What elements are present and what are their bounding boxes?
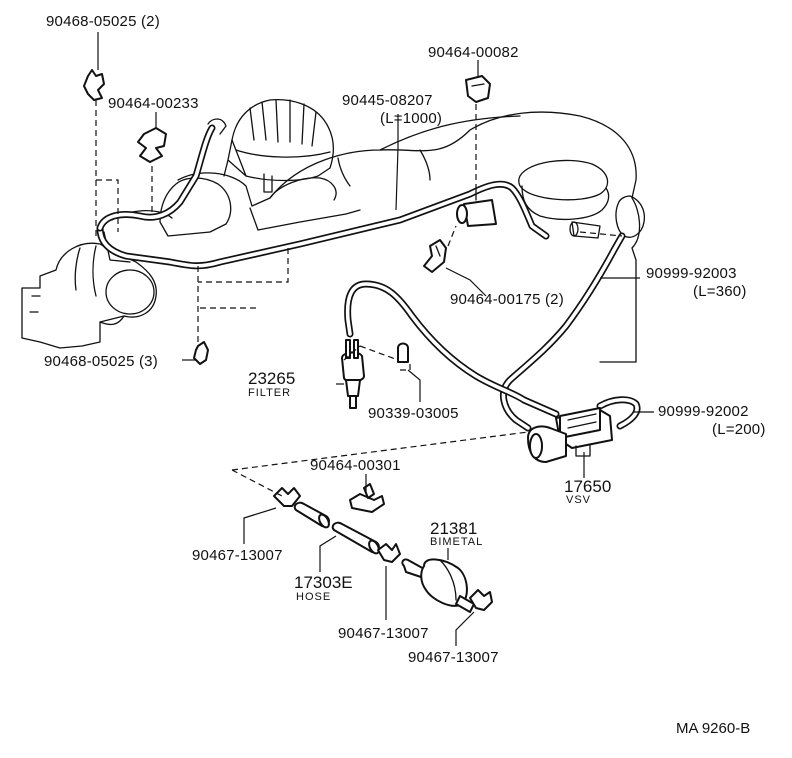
label-17303e: 17303E: [294, 573, 353, 592]
label-90445-08207: 90445-08207: [342, 92, 433, 109]
hose-segment-1: [293, 501, 330, 529]
label-17650: 17650: [564, 477, 612, 496]
cap-90339-03005: [397, 342, 409, 363]
clip-90468-05025-bottom: [193, 341, 209, 365]
label-90445-08207-length: (L=1000): [380, 110, 443, 127]
label-90464-00082: 90464-00082: [428, 44, 519, 61]
throttle-body-region: [103, 177, 232, 263]
hose-90999-92003: [499, 232, 626, 432]
label-90999-92003: 90999-92003: [646, 265, 737, 282]
reference-lines: [95, 100, 623, 497]
clip-90464-00301: [349, 483, 385, 513]
clip-90468-05025-top: [83, 69, 105, 101]
filter-23265: [341, 339, 365, 409]
clip-90467-13007-b: [377, 543, 401, 563]
label-90468-05025-top: 90468-05025 (2): [46, 13, 160, 30]
bimetal-21381: [401, 558, 475, 613]
label-23265-filter: FILTER: [248, 387, 292, 399]
label-21381-bimetal: BIMETAL: [430, 536, 484, 548]
drawing-reference-code: MA 9260-B: [676, 720, 751, 737]
clip-90464-00175: [423, 239, 447, 273]
label-90464-00301: 90464-00301: [310, 457, 401, 474]
hose-90445-08207: [96, 118, 550, 270]
label-17650-vsv: VSV: [566, 494, 592, 506]
label-90999-92003-length: (L=360): [693, 283, 747, 300]
label-90467-13007-a: 90467-13007: [192, 547, 283, 564]
label-90999-92002-length: (L=200): [712, 421, 766, 438]
label-90464-00233: 90464-00233: [108, 95, 199, 112]
label-21381: 21381: [430, 519, 478, 538]
hose-filter-to-vsv: [344, 280, 560, 418]
label-90464-00175: 90464-00175 (2): [450, 291, 564, 308]
label-23265: 23265: [248, 369, 296, 388]
clip-90464-00082: [465, 75, 491, 103]
label-90339-03005: 90339-03005: [368, 405, 459, 422]
label-90468-05025-bottom: 90468-05025 (3): [44, 353, 158, 370]
hose-90999-92002: [596, 396, 641, 430]
intake-manifold: [177, 111, 646, 363]
vsv-valve-17650: [527, 407, 613, 463]
vacuum-port-fitting: [456, 187, 497, 227]
label-90467-13007-b: 90467-13007: [338, 625, 429, 642]
engine-block-left: [21, 242, 157, 349]
label-17303e-hose: HOSE: [296, 591, 332, 603]
clip-90464-00233: [137, 127, 167, 163]
label-90467-13007-c: 90467-13007: [408, 649, 499, 666]
clip-90467-13007-a: [273, 487, 301, 507]
hose-17303e: [331, 521, 380, 555]
label-90999-92002: 90999-92002: [658, 403, 749, 420]
leader-lines: [97, 32, 654, 646]
distributor-cap: [223, 98, 335, 193]
clip-90467-13007-c: [469, 589, 493, 611]
